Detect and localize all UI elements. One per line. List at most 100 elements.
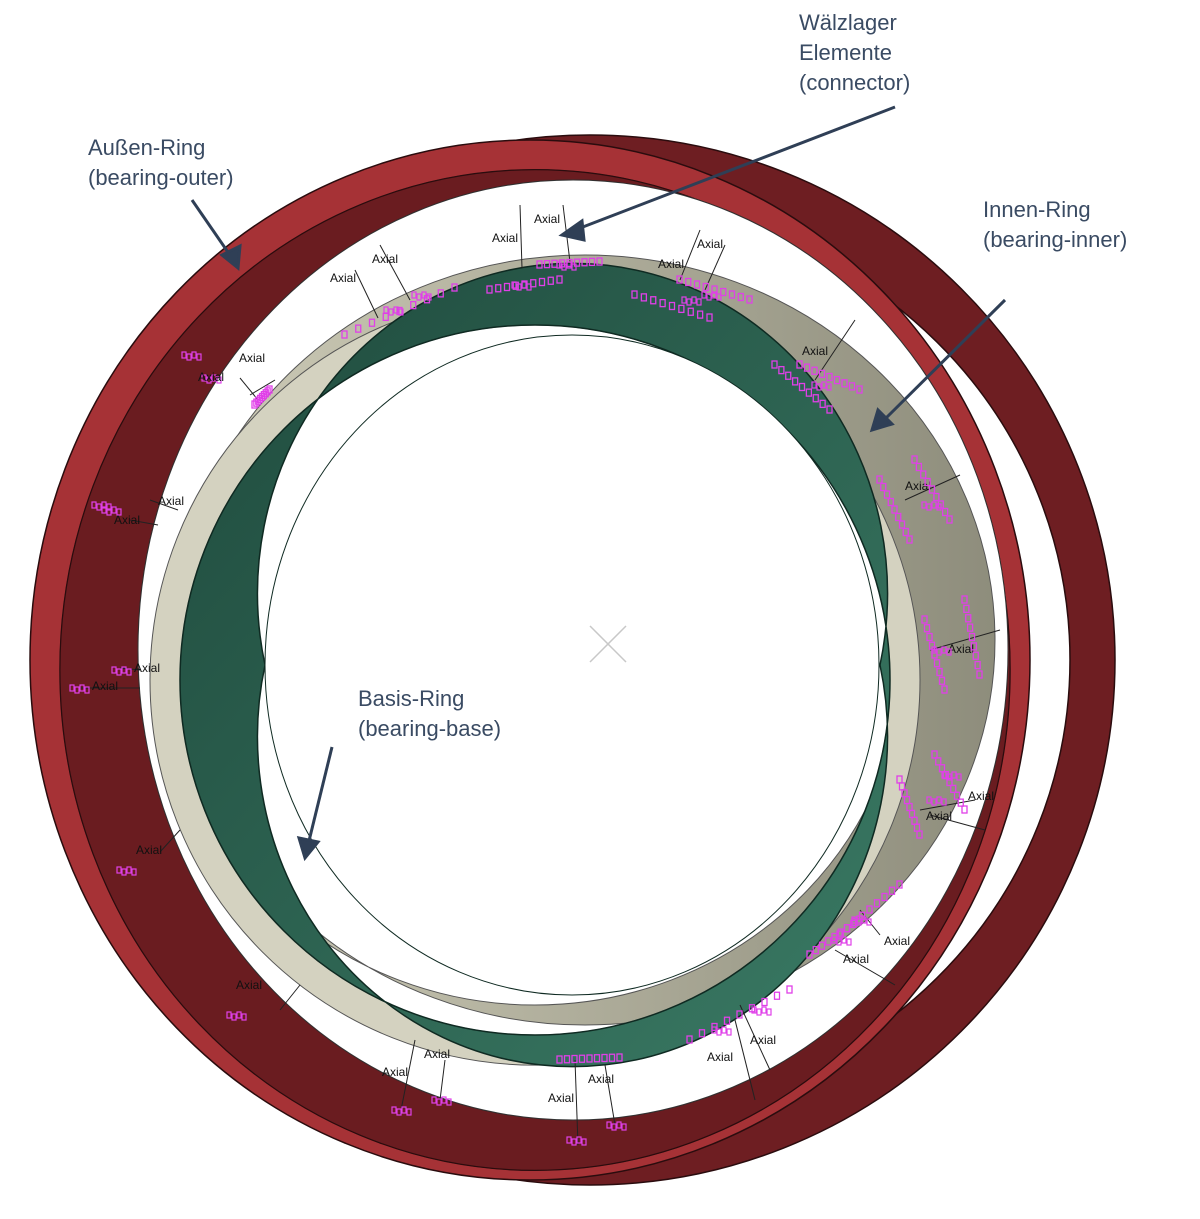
base-arrowhead <box>296 836 321 862</box>
connector-callout-line2: Elemente <box>799 40 892 65</box>
axial-label: Axial <box>884 934 910 948</box>
axial-label: Axial <box>114 513 140 527</box>
connector-band <box>961 595 983 679</box>
connector-mark <box>681 296 702 306</box>
connector-band <box>341 283 458 339</box>
axial-label: Axial <box>136 843 162 857</box>
axial-label: Axial <box>534 212 560 226</box>
axial-label: Axial <box>658 257 684 271</box>
axial-label: Axial <box>239 351 265 365</box>
connector-line <box>239 377 259 401</box>
base-ring-callout-line1: Basis-Ring <box>358 686 465 711</box>
connector-band <box>931 750 968 814</box>
connector-mark <box>606 1121 627 1131</box>
axial-label: Axial <box>382 1065 408 1079</box>
connector-callout: Wälzlager Elemente (connector) <box>799 8 910 98</box>
connector-band <box>676 275 753 304</box>
axial-label: Axial <box>707 1050 733 1064</box>
connector-line <box>439 1059 446 1101</box>
connector-band <box>486 275 563 294</box>
connector-line <box>159 829 181 853</box>
connector-band <box>796 360 863 394</box>
axial-label: Axial <box>697 237 723 251</box>
connector-line <box>149 499 179 511</box>
inner-ring-callout-line1: Innen-Ring <box>983 197 1091 222</box>
connector-mark <box>926 796 947 806</box>
axial-label: Axial <box>588 1072 614 1086</box>
connector-mark <box>566 1136 587 1146</box>
connector-arrow <box>574 105 896 232</box>
connector-band <box>631 290 713 322</box>
connector-arrowhead <box>558 218 586 242</box>
connector-mark <box>69 684 90 694</box>
inner-ring-callout-line2: (bearing-inner) <box>983 227 1128 252</box>
axial-label: Axial <box>424 1047 450 1061</box>
axial-label: Axial <box>968 789 994 803</box>
connector-band <box>556 1053 623 1064</box>
axial-label: Axial <box>492 231 518 245</box>
connector-line <box>399 1039 416 1116</box>
connector-line <box>904 474 961 501</box>
connector-line <box>379 244 411 301</box>
axial-label: Axial <box>802 344 828 358</box>
connector-line <box>354 269 379 319</box>
connector-band <box>536 257 603 269</box>
connector-band <box>836 880 903 939</box>
inner-arrowhead <box>869 407 895 433</box>
axial-label: Axial <box>198 370 224 384</box>
axial-label: Axial <box>158 494 184 508</box>
outer-ring-callout: Außen-Ring (bearing-outer) <box>88 133 234 193</box>
connector-mark <box>91 501 112 511</box>
connector-mark <box>181 351 202 361</box>
axial-label: Axial <box>372 252 398 266</box>
connector-callout-line3: (connector) <box>799 70 911 95</box>
connector-line <box>129 519 159 526</box>
axial-label: Axial <box>236 978 262 992</box>
axial-label: Axial <box>843 952 869 966</box>
center-cross-icon <box>589 625 627 663</box>
connector-band <box>911 455 953 524</box>
connector-line <box>279 984 301 1011</box>
axial-label: Axial <box>750 1033 776 1047</box>
axial-label: Axial <box>548 1091 574 1105</box>
outer-arrow <box>190 199 234 259</box>
axial-label: Axial <box>948 642 974 656</box>
connector-band <box>686 985 793 1044</box>
connector-mark <box>391 1106 412 1116</box>
connector-band <box>921 615 948 694</box>
connector-line <box>929 814 986 831</box>
callout-arrows <box>190 105 1007 862</box>
connector-band <box>771 360 833 414</box>
axial-label: Axial <box>92 679 118 693</box>
inner-ring-callout: Innen-Ring (bearing-inner) <box>983 195 1127 255</box>
axial-label: Axial <box>330 271 356 285</box>
connector-band <box>251 385 273 409</box>
connector-mark <box>921 501 942 511</box>
connector-line <box>834 949 896 986</box>
connector-line <box>679 229 701 281</box>
outer-ring-callout-line2: (bearing-outer) <box>88 165 234 190</box>
connector-mark <box>111 666 132 676</box>
connector-mark <box>116 866 137 876</box>
connector-line <box>739 1004 771 1071</box>
outer-arrowhead <box>219 243 242 271</box>
base-ring-callout: Basis-Ring (bearing-base) <box>358 684 501 744</box>
connector-band <box>876 475 913 544</box>
connector-mark <box>226 1011 247 1021</box>
base-ring-callout-line2: (bearing-base) <box>358 716 502 741</box>
base-ring-bore <box>264 334 880 996</box>
axial-label: Axial <box>134 661 160 675</box>
connector-band <box>896 775 923 839</box>
connector-line <box>919 799 976 811</box>
connector-elements: AxialAxialAxialAxialAxialAxialAxialAxial… <box>69 204 1001 1146</box>
outer-ring-callout-line1: Außen-Ring <box>88 135 206 160</box>
connector-line <box>704 244 726 291</box>
connector-line <box>859 909 881 936</box>
inner-arrow <box>880 298 1007 424</box>
connector-line <box>604 1064 616 1126</box>
connector-callout-line1: Wälzlager <box>799 10 897 35</box>
connector-line <box>574 1059 579 1146</box>
connector-mark <box>701 291 722 301</box>
